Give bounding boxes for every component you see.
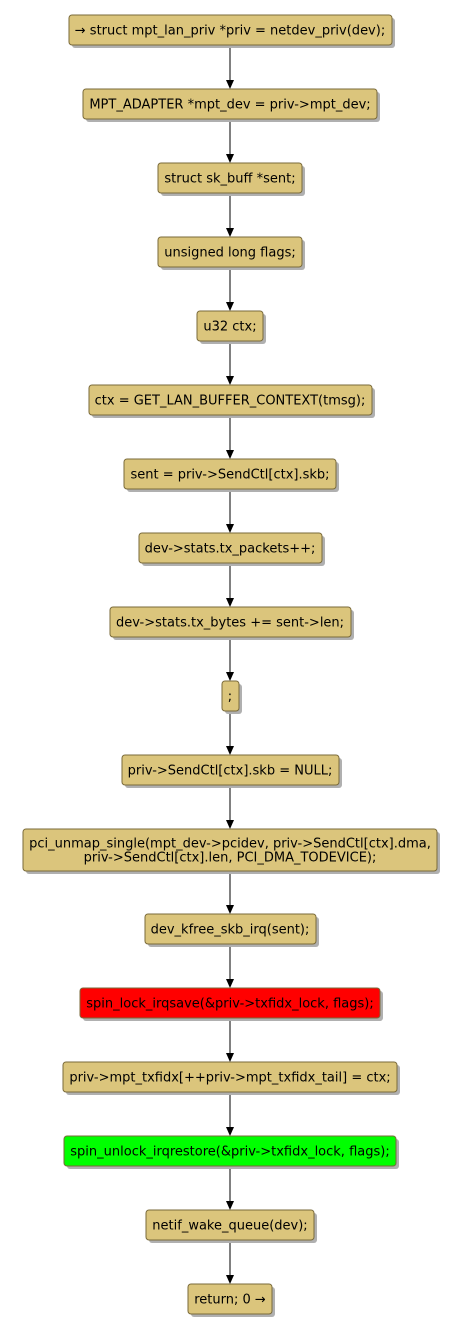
flow-step-text: dev->stats.tx_packets++; xyxy=(145,542,316,557)
flow-step-box xyxy=(196,310,264,342)
flow-arrowhead xyxy=(226,598,234,607)
flow-step-box xyxy=(79,987,381,1019)
flow-arrowhead xyxy=(226,154,234,163)
flow-step-text: sent = priv->SendCtl[ctx].skb; xyxy=(130,468,329,483)
flow-arrowhead xyxy=(226,746,234,755)
flow-step-17: netif_wake_queue(dev); xyxy=(145,1209,317,1243)
flow-step-box xyxy=(123,458,337,490)
flow-step-box xyxy=(187,1283,273,1315)
flow-step-text: unsigned long flags; xyxy=(164,246,296,261)
flow-step-8: dev->stats.tx_packets++; xyxy=(138,532,325,566)
flow-arrowhead xyxy=(226,228,234,237)
flow-step-text: ctx = GET_LAN_BUFFER_CONTEXT(tmsg); xyxy=(95,394,366,409)
flow-step-box xyxy=(221,680,240,712)
flow-step-18: return; 0 → xyxy=(187,1283,275,1317)
flow-step-9: dev->stats.tx_bytes += sent->len; xyxy=(109,606,354,640)
flow-step-14: spin_lock_irqsave(&priv->txfidx_lock, fl… xyxy=(79,987,383,1021)
flow-arrowhead xyxy=(226,979,234,988)
flow-step-10: ; xyxy=(221,680,242,714)
flow-arrowhead xyxy=(226,672,234,681)
flow-arrowhead xyxy=(226,302,234,311)
flow-step-box xyxy=(138,532,323,564)
flow-arrowhead xyxy=(226,1053,234,1062)
flow-step-box xyxy=(144,913,317,945)
flow-step-16: spin_unlock_irqrestore(&priv->txfidx_loc… xyxy=(63,1135,399,1169)
flow-step-box xyxy=(109,606,352,638)
flow-step-12: pci_unmap_single(mpt_dev->pcidev, priv->… xyxy=(22,828,440,874)
flow-step-box xyxy=(157,236,303,268)
flow-step-text: dev_kfree_skb_irq(sent); xyxy=(151,923,310,938)
flow-step-box xyxy=(121,754,340,786)
flow-arrowhead xyxy=(226,905,234,914)
flow-step-1: → struct mpt_lan_priv *priv = netdev_pri… xyxy=(68,14,395,48)
flow-step-text: struct sk_buff *sent; xyxy=(164,172,295,187)
flow-step-5: u32 ctx; xyxy=(196,310,266,344)
flow-step-box xyxy=(88,384,373,416)
flow-arrowhead xyxy=(226,1201,234,1210)
flow-step-11: priv->SendCtl[ctx].skb = NULL; xyxy=(121,754,342,788)
flow-step-2: MPT_ADAPTER *mpt_dev = priv->mpt_dev; xyxy=(82,88,380,122)
flow-step-text: u32 ctx; xyxy=(203,320,256,335)
flow-step-text: spin_unlock_irqrestore(&priv->txfidx_loc… xyxy=(70,1145,389,1160)
flow-step-box xyxy=(157,162,303,194)
flow-step-text: priv->SendCtl[ctx].skb = NULL; xyxy=(128,764,333,779)
flow-step-7: sent = priv->SendCtl[ctx].skb; xyxy=(123,458,339,492)
flow-step-4: unsigned long flags; xyxy=(157,236,305,270)
flow-step-text: priv->mpt_txfidx[++priv->mpt_txfidx_tail… xyxy=(69,1071,390,1086)
flow-step-15: priv->mpt_txfidx[++priv->mpt_txfidx_tail… xyxy=(62,1061,400,1095)
flow-step-13: dev_kfree_skb_irq(sent); xyxy=(144,913,319,947)
flow-step-text: return; 0 → xyxy=(194,1293,266,1308)
flow-step-text: → struct mpt_lan_priv *priv = netdev_pri… xyxy=(75,24,385,39)
flow-step-box xyxy=(62,1061,398,1093)
flow-arrowhead xyxy=(226,450,234,459)
flow-arrowhead xyxy=(226,524,234,533)
flow-arrowhead xyxy=(226,820,234,829)
flow-arrowhead xyxy=(226,1275,234,1284)
flow-step-text: spin_lock_irqsave(&priv->txfidx_lock, fl… xyxy=(86,997,373,1012)
flow-nodes: → struct mpt_lan_priv *priv = netdev_pri… xyxy=(22,14,440,1317)
flow-step-text: priv->SendCtl[ctx].len, PCI_DMA_TODEVICE… xyxy=(84,851,377,866)
flow-step-6: ctx = GET_LAN_BUFFER_CONTEXT(tmsg); xyxy=(88,384,375,418)
flow-step-box xyxy=(63,1135,397,1167)
flow-step-box xyxy=(68,14,393,46)
flow-arrowhead xyxy=(226,1127,234,1136)
flow-step-box xyxy=(82,88,378,120)
flow-arrowhead xyxy=(226,80,234,89)
flow-step-3: struct sk_buff *sent; xyxy=(157,162,305,196)
flow-step-text: pci_unmap_single(mpt_dev->pcidev, priv->… xyxy=(29,837,431,852)
flow-step-text: ; xyxy=(228,690,232,705)
flow-step-text: MPT_ADAPTER *mpt_dev = priv->mpt_dev; xyxy=(89,98,370,113)
flow-step-text: dev->stats.tx_bytes += sent->len; xyxy=(116,616,344,631)
flow-step-box xyxy=(145,1209,315,1241)
flow-step-box xyxy=(22,828,438,872)
flow-arrowhead xyxy=(226,376,234,385)
flow-edges xyxy=(226,45,234,1284)
flow-step-text: netif_wake_queue(dev); xyxy=(152,1219,307,1234)
